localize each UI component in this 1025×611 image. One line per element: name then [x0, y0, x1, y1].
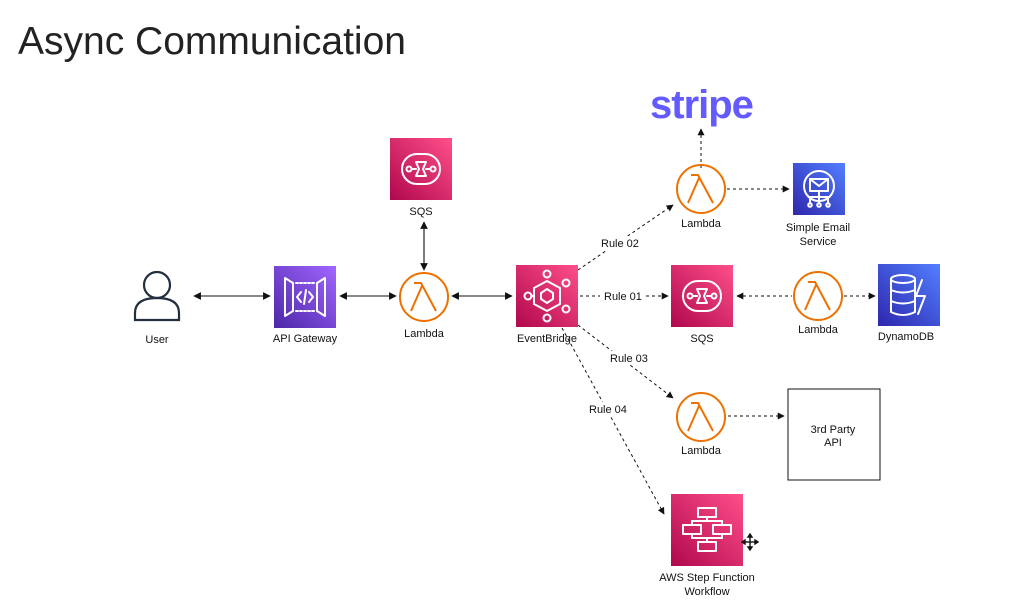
third-party-api-box	[787, 388, 881, 481]
lambda-dynamo-node[interactable]: Lambda	[793, 271, 843, 336]
lambda-icon	[676, 392, 726, 442]
rule-labels: Rule 02 Rule 01 Rule 03 Rule 04	[586, 236, 653, 416]
step-function-label-line1: AWS Step Function	[659, 572, 755, 584]
step-function-label-line2: Workflow	[684, 586, 729, 598]
rule-03-label: Rule 03	[610, 353, 648, 365]
ses-label-line1: Simple Email	[786, 222, 850, 234]
lambda-rule02-label: Lambda	[681, 218, 722, 230]
step-function-node[interactable]: AWS Step Function Workflow	[659, 494, 755, 598]
dynamodb-icon	[878, 264, 940, 326]
api-gateway-node[interactable]: API Gateway	[273, 266, 338, 345]
rule-02-label: Rule 02	[601, 238, 639, 250]
move-cursor-icon	[740, 532, 760, 552]
rule-04-label: Rule 04	[589, 404, 627, 416]
user-icon	[133, 270, 181, 322]
ses-node[interactable]: Simple Email Service	[786, 163, 850, 248]
lambda-dynamo-label: Lambda	[798, 324, 839, 336]
lambda-rule03-label: Lambda	[681, 445, 722, 457]
sqs-icon	[390, 138, 452, 200]
stripe-logo: stripe	[650, 83, 753, 127]
eventbridge-label: EventBridge	[517, 333, 577, 345]
connector-rule03	[577, 324, 674, 399]
api-gateway-label: API Gateway	[273, 333, 338, 345]
user-node[interactable]: User	[133, 270, 181, 346]
user-label: User	[145, 334, 169, 346]
lambda-icon	[676, 164, 726, 214]
stripe-node[interactable]: stripe	[650, 83, 754, 127]
step-function-icon	[671, 494, 743, 566]
connectors	[193, 128, 876, 515]
lambda-rule03-node[interactable]: Lambda	[676, 392, 726, 457]
eventbridge-icon	[516, 265, 578, 327]
sqs-top-node[interactable]: SQS	[390, 138, 452, 218]
third-party-label-line1: 3rd Party	[811, 424, 856, 436]
connector-rule04	[561, 327, 665, 515]
sqs-top-label: SQS	[409, 206, 432, 218]
lambda-icon	[793, 271, 843, 321]
dynamodb-label: DynamoDB	[878, 331, 934, 343]
sqs-icon	[671, 265, 733, 327]
page-title: Async Communication	[18, 20, 406, 63]
lambda-main-node[interactable]: Lambda	[399, 272, 449, 340]
third-party-label-line2: API	[824, 437, 842, 449]
ses-label-line2: Service	[800, 236, 837, 248]
lambda-main-label: Lambda	[404, 328, 445, 340]
rule-01-label: Rule 01	[604, 291, 642, 303]
sqs-rule01-node[interactable]: SQS	[671, 265, 733, 345]
lambda-icon	[399, 272, 449, 322]
connector-rule02	[577, 204, 674, 271]
dynamodb-node[interactable]: DynamoDB	[878, 264, 940, 343]
sqs-rule01-label: SQS	[690, 333, 713, 345]
eventbridge-node[interactable]: EventBridge	[516, 265, 578, 345]
lambda-rule02-node[interactable]: Lambda	[676, 164, 726, 230]
third-party-api-node[interactable]: 3rd Party API	[787, 388, 881, 481]
